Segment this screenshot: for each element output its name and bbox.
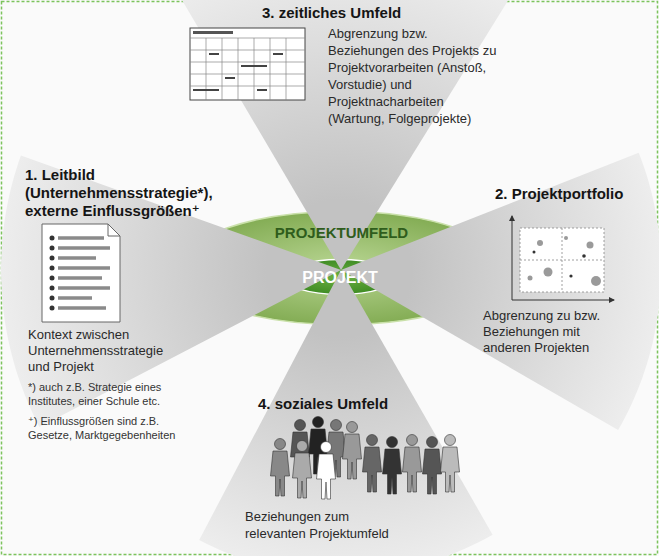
document-icon-part-part — [58, 256, 96, 260]
calendar-icon-part-part — [193, 89, 219, 91]
heading-text: 2. Projektportfolio — [495, 185, 623, 203]
calendar-icon-part — [190, 28, 305, 100]
document-icon-part-part — [58, 236, 104, 240]
document-icon-part-part — [58, 286, 110, 290]
document-icon — [42, 224, 120, 322]
people-figures-part — [403, 435, 422, 493]
document-icon-part-part — [50, 296, 55, 301]
portfolio-chart-icon-part — [520, 228, 604, 292]
document-icon-part-part — [50, 246, 55, 251]
portfolio-chart-icon — [512, 216, 614, 300]
portfolio-chart-icon-part — [512, 216, 513, 300]
calendar-icon-part-part — [241, 65, 267, 67]
calendar-icon-part-part — [190, 74, 305, 75]
footnote-text: *) auch z.B. Strategie eines Institutes,… — [28, 380, 206, 408]
calendar-icon-part-part — [225, 77, 235, 79]
people-figures-part — [423, 437, 442, 495]
document-icon-part — [50, 236, 55, 311]
calendar-icon-part-part — [254, 38, 255, 100]
document-icon-part-part — [50, 256, 55, 261]
calendar-icon-part-part — [257, 89, 267, 91]
body-text: Beziehungen zum relevanten Projektumfeld — [245, 508, 410, 542]
people-figures-part — [383, 437, 402, 495]
heading-text: 3. zeitliches Umfeld — [262, 4, 401, 22]
portfolio-chart-icon-part — [533, 251, 586, 278]
calendar-icon-part-part — [238, 38, 239, 100]
document-icon-part-part — [50, 306, 55, 311]
document-icon-part-part — [50, 276, 55, 281]
document-icon-part-part — [50, 286, 55, 291]
calendar-icon-part-part — [190, 38, 305, 39]
ellipse-label: PROJEKT — [302, 268, 378, 287]
document-icon-part-part — [58, 296, 92, 300]
calendar-icon-part — [193, 53, 283, 91]
document-icon-part-part — [50, 266, 55, 271]
portfolio-chart-icon-part-part — [591, 276, 601, 286]
portfolio-chart-icon-part — [520, 260, 604, 261]
portfolio-chart-icon-part-part — [564, 236, 568, 240]
document-icon-part-part — [58, 266, 110, 270]
people-figures-part — [271, 439, 290, 497]
calendar-icon-part-part — [222, 38, 223, 100]
calendar-icon-part-part — [286, 38, 287, 100]
calendar-icon-part-part — [190, 86, 305, 87]
calendar-icon-part — [193, 31, 233, 34]
calendar-icon — [190, 28, 305, 100]
heading-text: 4. soziales Umfeld — [258, 395, 388, 413]
ellipse-label: PROJEKTUMFELD — [275, 224, 408, 242]
portfolio-chart-icon-part-part — [587, 242, 594, 249]
calendar-icon-part-part — [270, 38, 271, 100]
calendar-icon-part-part — [190, 50, 305, 51]
people-figures — [271, 417, 460, 500]
footnote-text: ⁺) Einflussgrößen sind z.B. Gesetze, Mar… — [28, 414, 206, 442]
calendar-icon-part-part — [273, 53, 283, 55]
body-text: Kontext zwischen Unternehmensstrategie u… — [28, 327, 183, 375]
portfolio-chart-icon-part-part — [544, 268, 553, 277]
calendar-icon-part-part — [190, 62, 305, 63]
people-figures-part — [343, 422, 362, 480]
portfolio-chart-icon-part-part — [528, 276, 533, 281]
calendar-icon-part — [190, 38, 305, 100]
body-text: Abgrenzung zu bzw. Beziehungen mit ander… — [483, 308, 618, 356]
heading-text: 1. Leitbild (Unternehmensstrategie*), ex… — [25, 166, 250, 220]
people-figures-part — [363, 435, 382, 493]
people-figures-part — [317, 442, 336, 500]
people-figures-part — [293, 441, 312, 499]
wedge-fill — [199, 270, 492, 556]
document-icon-part — [108, 224, 120, 236]
wedge-segment: 4. soziales UmfeldBeziehungen zum releva… — [199, 270, 493, 556]
body-text: Abgrenzung bzw. Beziehungen des Projekts… — [328, 25, 500, 127]
document-icon-part — [58, 238, 110, 308]
portfolio-chart-icon-part-part — [582, 254, 586, 258]
portfolio-chart-icon-part — [512, 300, 614, 301]
portfolio-chart-icon-part-part — [569, 274, 572, 277]
portfolio-chart-icon-part-part — [533, 251, 536, 254]
people-figures-part — [441, 435, 460, 493]
document-icon-part — [42, 224, 120, 322]
portfolio-chart-icon-part — [528, 236, 602, 286]
document-icon-part-part — [50, 236, 55, 241]
document-icon-part-part — [58, 276, 102, 280]
document-icon-part-part — [58, 306, 106, 310]
calendar-icon-part-part — [209, 53, 219, 55]
portfolio-chart-icon-part-part — [537, 240, 543, 246]
document-icon-part-part — [58, 246, 110, 250]
